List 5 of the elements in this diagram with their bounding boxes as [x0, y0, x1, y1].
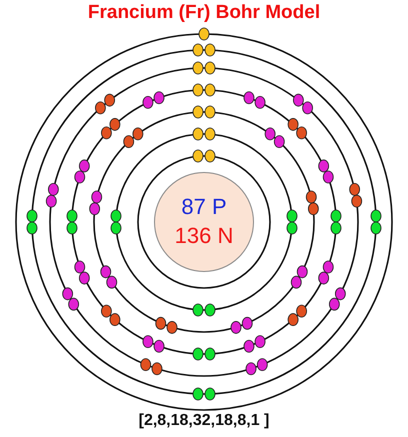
nucleus-circle	[154, 172, 254, 272]
neutron-count: 136 N	[174, 222, 234, 250]
caption: [2,8,18,32,18,8,1 ]	[138, 412, 270, 430]
title: Francium (Fr) Bohr Model	[86, 2, 322, 24]
proton-count: 87 P	[181, 193, 227, 222]
